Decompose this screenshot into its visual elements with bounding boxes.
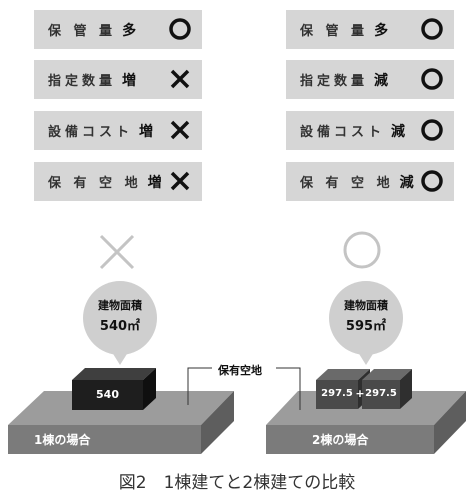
circle-icon bbox=[169, 18, 191, 40]
row-label: 保 有 空 地 bbox=[48, 176, 142, 191]
row-label: 指定数量 bbox=[48, 74, 117, 89]
right-bubble-value: 595㎡ bbox=[345, 319, 387, 334]
right-building-1-label: 297.5 bbox=[321, 388, 353, 399]
cross-icon bbox=[170, 171, 190, 191]
left-area-bubble bbox=[83, 281, 157, 365]
row-label: 指定数量 bbox=[300, 74, 369, 89]
left-building-label: 540 bbox=[96, 388, 119, 401]
right-building-2 bbox=[362, 369, 412, 409]
row-label: 設備コスト bbox=[300, 125, 386, 140]
row-change: 多 bbox=[374, 22, 389, 39]
cross-icon bbox=[170, 69, 190, 89]
row-change: 減 bbox=[374, 72, 389, 89]
row-label: 保 有 空 地 bbox=[300, 176, 394, 191]
storage-area-label: 保有空地 bbox=[218, 364, 262, 377]
circle-icon bbox=[421, 170, 443, 192]
right-row-storage: 保 管 量 多 bbox=[286, 10, 454, 49]
left-bubble-title: 建物面積 bbox=[98, 299, 142, 312]
row-label: 保 管 量 bbox=[48, 24, 117, 39]
left-bubble-text: 建物面積 540㎡ bbox=[80, 297, 160, 334]
row-change: 多 bbox=[122, 22, 137, 39]
right-area-bubble bbox=[329, 281, 403, 365]
circle-icon bbox=[421, 119, 443, 141]
row-change: 増 bbox=[122, 72, 137, 89]
left-row-storage: 保 管 量 多 bbox=[34, 10, 202, 49]
right-bubble-text: 建物面積 595㎡ bbox=[326, 297, 406, 334]
left-bubble-value: 540㎡ bbox=[99, 319, 141, 334]
right-building-2-label: 297.5 bbox=[365, 388, 397, 399]
storage-leader-lines bbox=[187, 367, 301, 410]
right-row-designated-quantity: 指定数量 減 bbox=[286, 60, 454, 99]
row-change: 減 bbox=[391, 123, 406, 140]
row-change: 増 bbox=[139, 123, 154, 140]
figure-caption: 図2 1棟建てと2棟建ての比較 bbox=[118, 473, 356, 493]
plus-sign: + bbox=[355, 387, 365, 400]
row-label: 保 管 量 bbox=[300, 24, 369, 39]
right-row-equipment-cost: 設備コスト 減 bbox=[286, 111, 454, 150]
row-label: 設備コスト bbox=[48, 125, 134, 140]
large-circle-icon bbox=[343, 231, 381, 269]
circle-icon bbox=[421, 68, 443, 90]
left-row-equipment-cost: 設備コスト 増 bbox=[34, 111, 202, 150]
right-bubble-title: 建物面積 bbox=[344, 299, 388, 312]
left-row-designated-quantity: 指定数量 増 bbox=[34, 60, 202, 99]
cross-icon bbox=[170, 120, 190, 140]
row-change: 増 bbox=[147, 174, 162, 191]
large-cross-icon bbox=[99, 234, 135, 270]
circle-icon bbox=[421, 18, 443, 40]
right-row-open-space: 保 有 空 地 減 bbox=[286, 162, 454, 201]
left-building bbox=[72, 368, 156, 410]
left-base-label: 1棟の場合 bbox=[34, 433, 91, 447]
right-base-label: 2棟の場合 bbox=[312, 433, 369, 447]
row-change: 減 bbox=[399, 174, 414, 191]
left-row-open-space: 保 有 空 地 増 bbox=[34, 162, 202, 201]
